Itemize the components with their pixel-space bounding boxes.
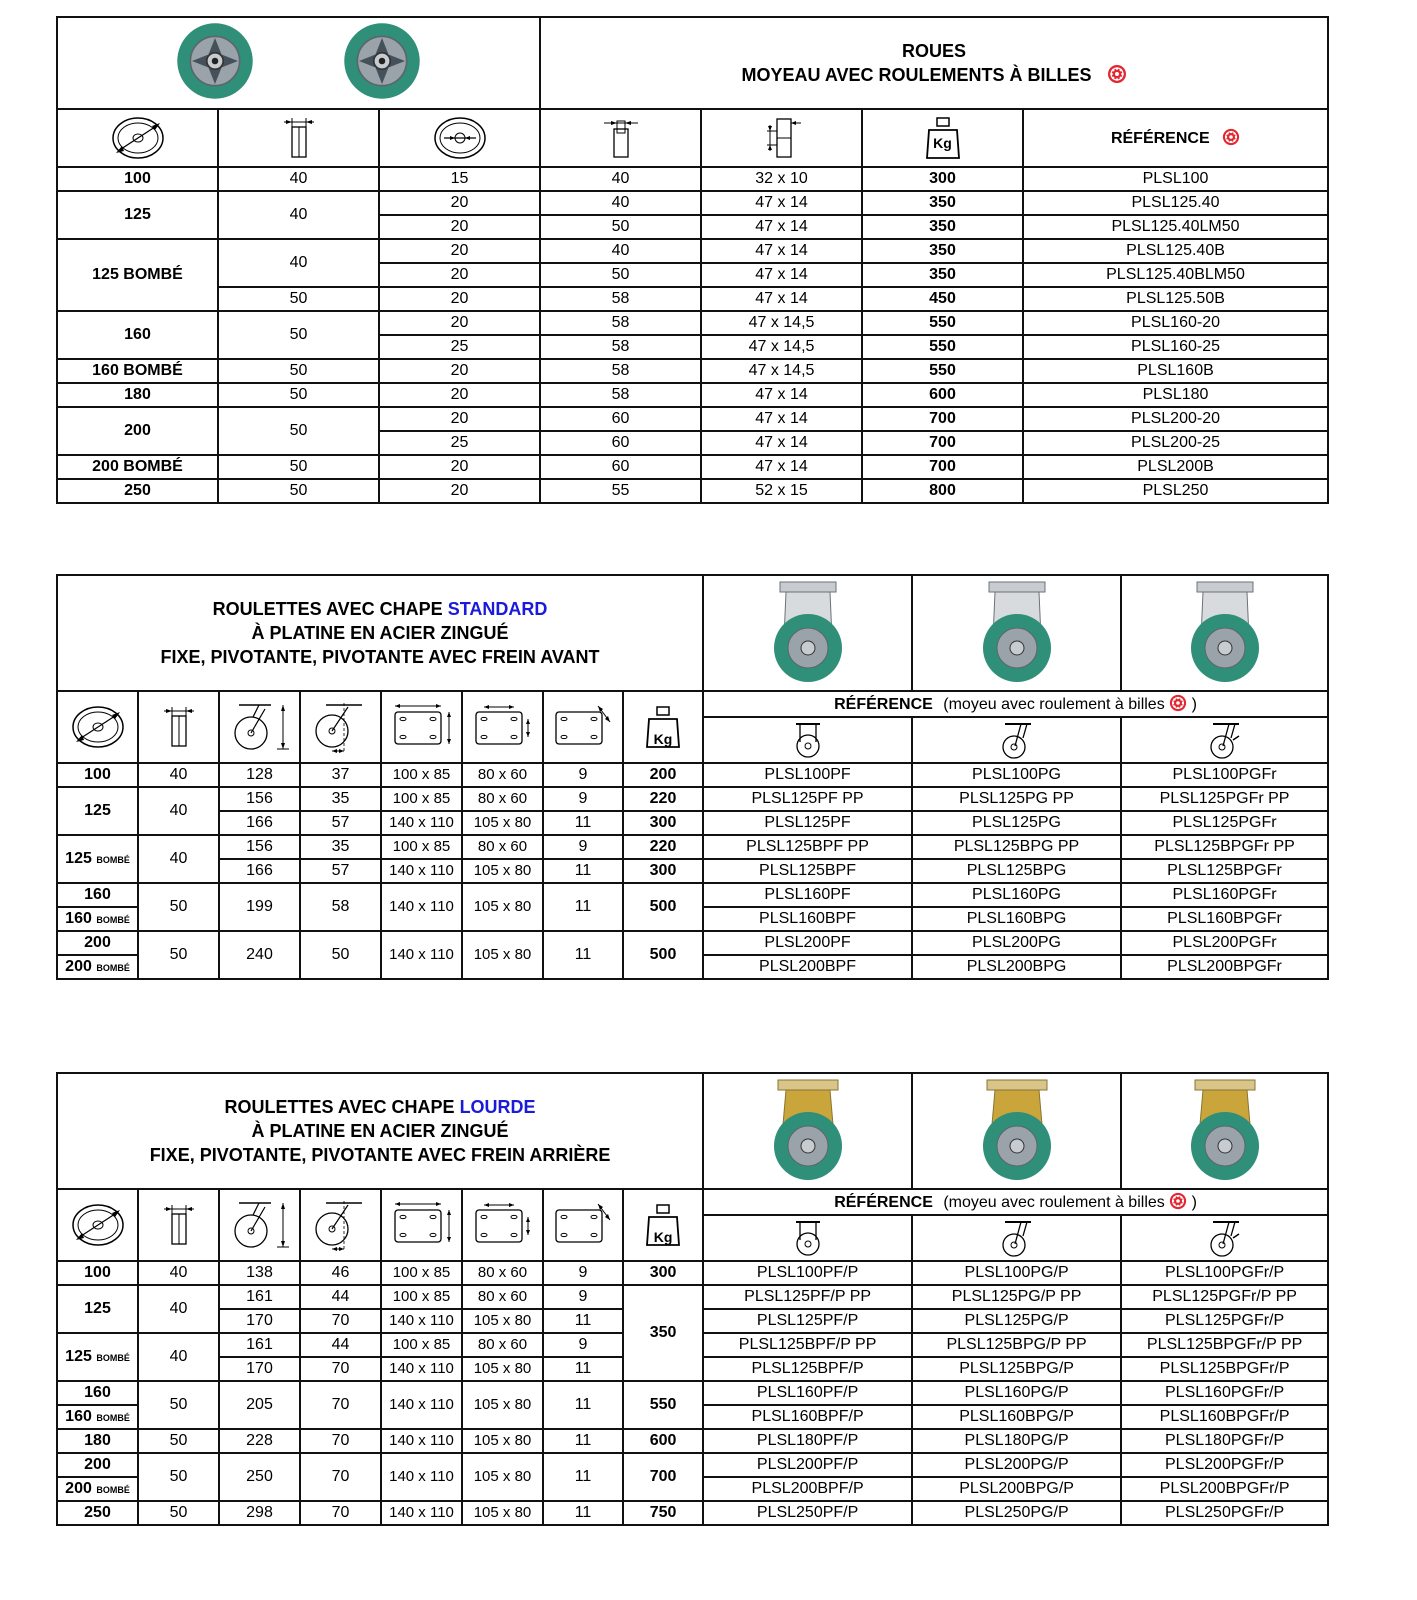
wheels-table: ROUES MOYEAU AVEC ROULEMENTS À BILLES Kg…: [56, 16, 1330, 504]
col-load-icon: Kg: [621, 1188, 705, 1262]
col-load-icon: Kg: [621, 690, 705, 764]
col-hub-length-icon: [539, 108, 702, 168]
reference-header: RÉFÉRENCE (moyeu avec roulement à billes…: [702, 690, 1330, 718]
photo-brake-caster: [1120, 1072, 1330, 1190]
col-plate-size-icon: [380, 690, 463, 764]
col-tread-width-icon: [217, 108, 380, 168]
table-row: 20 50 47 x 14 350 PLSL125.40LM50: [57, 214, 1330, 240]
swivel-caster-icon: [911, 1214, 1123, 1262]
table-row: 20 50 47 x 14 350 PLSL125.40BLM50: [57, 262, 1330, 288]
brake-caster-photo: [1165, 578, 1285, 688]
table-row: 50 20 58 47 x 14 450 PLSL125.50B: [57, 286, 1330, 312]
swivel-caster-icon: [911, 716, 1123, 764]
heavy-casters-table: ROULETTES AVEC CHAPE LOURDE À PLATINE EN…: [55, 1072, 1330, 1526]
wheel-photo-side: [341, 20, 423, 102]
table-row: 160 BOMBÉ 50 20 58 47 x 14,5 550 PLSL160…: [56, 358, 1330, 384]
standard-casters-table: ROULETTES AVEC CHAPE STANDARD À PLATINE …: [55, 574, 1330, 980]
col-tread-width-icon: [137, 690, 220, 764]
photo-fixed-caster: [702, 1072, 914, 1190]
table-row: 100 40 15 40 32 x 10 300 PLSL100: [56, 166, 1330, 192]
ball-bearing-icon: [1169, 694, 1187, 712]
ball-bearing-icon: [1169, 1192, 1187, 1210]
table-row: 25 60 47 x 14 700 PLSL200-25: [57, 430, 1330, 456]
reference-header: RÉFÉRENCE (moyeu avec roulement à billes…: [702, 1188, 1330, 1216]
fixed-caster-icon: [702, 1214, 914, 1262]
kg-label: Kg: [653, 1229, 673, 1245]
ball-bearing-icon: [1222, 128, 1240, 146]
col-offset-icon: [299, 690, 382, 764]
col-wheel-diameter-icon: [56, 1188, 139, 1262]
brake-caster-icon: [1120, 716, 1330, 764]
table-row: 125 40 20 40 47 x 14 350 PLSL125.40: [56, 190, 1330, 240]
brake-caster-icon: [1120, 1214, 1330, 1262]
col-load-icon: Kg: [861, 108, 1024, 168]
col-hole-spacing-icon: [461, 1188, 544, 1262]
col-bolt-hole-icon: [542, 690, 624, 764]
table-row: 160 50 20 58 47 x 14,5 550 PLSL160-20: [56, 310, 1330, 360]
kg-label: Kg: [933, 135, 952, 151]
col-bearing-size-icon: [700, 108, 863, 168]
wheels-title-cell: ROUES MOYEAU AVEC ROULEMENTS À BILLES: [538, 16, 1330, 110]
col-bolt-hole-icon: [542, 1188, 624, 1262]
col-reference-header: RÉFÉRENCE: [1021, 108, 1330, 168]
table-row: 200 BOMBÉ 50 20 60 47 x 14 700 PLSL200B: [56, 454, 1330, 480]
standard-title-cell: ROULETTES AVEC CHAPE STANDARD À PLATINE …: [55, 574, 705, 692]
col-hole-spacing-icon: [461, 690, 544, 764]
wheel-photo-front: [174, 20, 256, 102]
heavy-title-cell: ROULETTES AVEC CHAPE LOURDE À PLATINE EN…: [55, 1072, 705, 1190]
col-wheel-diameter-icon: [56, 108, 219, 168]
col-wheel-diameter-icon: [56, 690, 139, 764]
ball-bearing-icon: [1107, 64, 1127, 84]
table-row: 180 50 20 58 47 x 14 600 PLSL180: [56, 382, 1330, 408]
table-row: 125 BOMBÉ 40 20 40 47 x 14 350 PLSL125.4…: [56, 238, 1330, 312]
photo-fixed-caster: [702, 574, 914, 692]
swivel-heavy-caster-photo: [957, 1076, 1077, 1186]
table-row: 250 50 20 55 52 x 15 800 PLSL250: [56, 478, 1330, 504]
photo-brake-caster: [1120, 574, 1330, 692]
fixed-caster-icon: [702, 716, 914, 764]
wheels-title-line2: MOYEAU AVEC ROULEMENTS À BILLES: [741, 65, 1092, 85]
fixed-caster-photo: [748, 578, 868, 688]
col-plate-size-icon: [380, 1188, 463, 1262]
col-overall-height-icon: [218, 1188, 301, 1262]
table-row: 200 50 20 60 47 x 14 700 PLSL200-20: [56, 406, 1330, 456]
brake-heavy-caster-photo: [1165, 1076, 1285, 1186]
col-bore-diameter-icon: [378, 108, 541, 168]
col-offset-icon: [299, 1188, 382, 1262]
wheels-photo-cell: [56, 16, 541, 110]
col-overall-height-icon: [218, 690, 301, 764]
table-row: 25 58 47 x 14,5 550 PLSL160-25: [57, 334, 1330, 360]
photo-swivel-caster: [911, 1072, 1123, 1190]
wheels-title-line1: ROUES: [902, 41, 967, 61]
kg-label: Kg: [653, 731, 673, 747]
swivel-caster-photo: [957, 578, 1077, 688]
fixed-heavy-caster-photo: [748, 1076, 868, 1186]
photo-swivel-caster: [911, 574, 1123, 692]
col-tread-width-icon: [137, 1188, 220, 1262]
